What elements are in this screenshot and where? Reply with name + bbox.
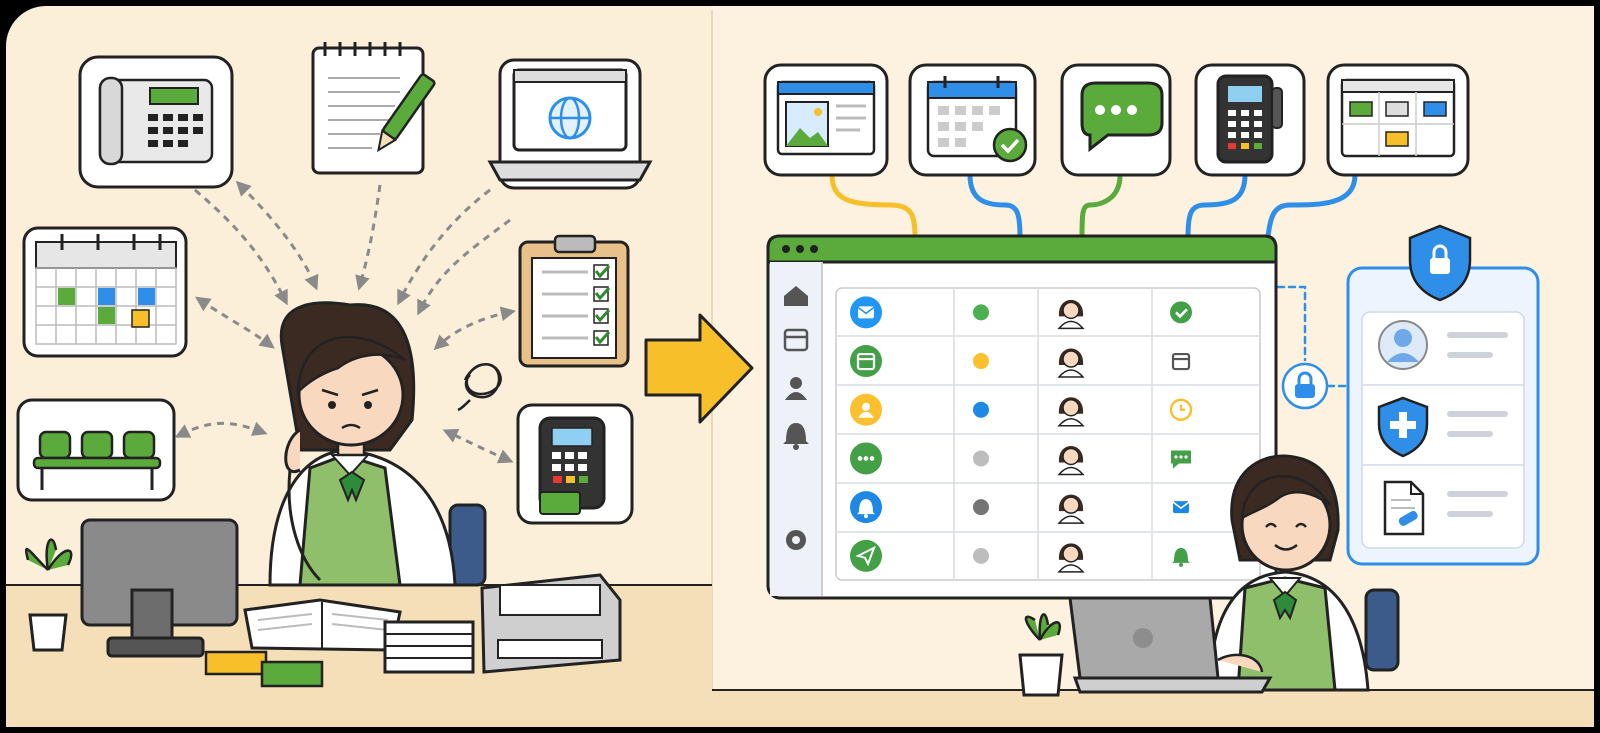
check-icon	[1170, 301, 1192, 324]
desk-items-right	[1018, 596, 1273, 697]
stressed-receptionist	[268, 301, 487, 587]
staff-avatar	[1057, 397, 1085, 427]
user-avatar-icon	[1378, 320, 1428, 370]
chat-icon	[1060, 63, 1172, 177]
mail-icon	[1172, 501, 1190, 514]
shield-lock-icon	[1408, 224, 1472, 302]
status-dot	[973, 499, 989, 516]
lock-icon	[1281, 362, 1329, 410]
bell-icon[interactable]	[783, 423, 809, 450]
staff-avatar	[1057, 543, 1085, 573]
clipboard-checklist-icon	[518, 234, 630, 368]
row-app-badge	[850, 491, 882, 524]
row-app-badge	[850, 296, 882, 329]
home-icon[interactable]	[784, 286, 808, 306]
calendar-icon	[1171, 352, 1191, 371]
mail-icon	[857, 306, 875, 319]
row-app-badge	[850, 393, 882, 426]
user-icon[interactable]	[785, 377, 807, 400]
staff-avatar	[1057, 445, 1085, 476]
transition-arrow	[644, 313, 754, 424]
status-dot	[973, 401, 989, 418]
security-panel	[1346, 224, 1540, 566]
web-page-icon	[763, 63, 889, 177]
desk-items-left	[24, 518, 622, 688]
send-icon	[855, 545, 876, 567]
clock-icon	[1169, 398, 1193, 421]
settings-icon[interactable]	[786, 530, 806, 550]
status-dot	[973, 450, 989, 467]
bell-icon	[1172, 547, 1190, 567]
card-terminal-icon	[516, 403, 634, 525]
dashboard-sidebar	[783, 286, 809, 550]
row-app-badge	[850, 345, 882, 378]
status-dot	[973, 547, 989, 564]
staff-avatar	[1057, 299, 1085, 330]
laptop-globe-icon	[487, 58, 653, 190]
staff-avatar	[1057, 348, 1085, 378]
stress-scribble	[457, 362, 502, 412]
row-app-badge	[850, 442, 882, 475]
notepad-icon	[311, 42, 436, 175]
table-row[interactable]	[850, 296, 1192, 330]
calendar-check-icon	[908, 63, 1037, 177]
happy-receptionist	[1208, 454, 1400, 692]
waiting-chairs-icon	[16, 398, 176, 502]
table-row[interactable]	[850, 539, 1190, 573]
staff-avatar	[1057, 494, 1085, 524]
status-dot	[973, 304, 989, 321]
status-dot	[973, 353, 989, 370]
bell-icon	[857, 499, 875, 519]
table-row[interactable]	[850, 491, 1190, 524]
chat-icon	[857, 456, 875, 461]
laptop-icon	[1068, 596, 1273, 694]
calendar-icon	[856, 352, 876, 371]
calendar-icon[interactable]	[783, 328, 809, 352]
desk-phone-icon	[78, 55, 234, 189]
document-icon	[1383, 480, 1425, 536]
row-app-badge	[850, 539, 882, 572]
chat-icon	[1171, 450, 1191, 469]
table-row[interactable]	[850, 442, 1191, 476]
dashboard-table	[835, 287, 1261, 581]
card-terminal-icon	[1194, 63, 1306, 177]
user-icon	[858, 402, 874, 418]
calendar-icon	[22, 226, 188, 358]
table-row[interactable]	[850, 393, 1193, 427]
table-row[interactable]	[850, 345, 1191, 378]
kanban-board-icon	[1326, 63, 1470, 177]
shield-plus-icon	[1377, 396, 1429, 458]
